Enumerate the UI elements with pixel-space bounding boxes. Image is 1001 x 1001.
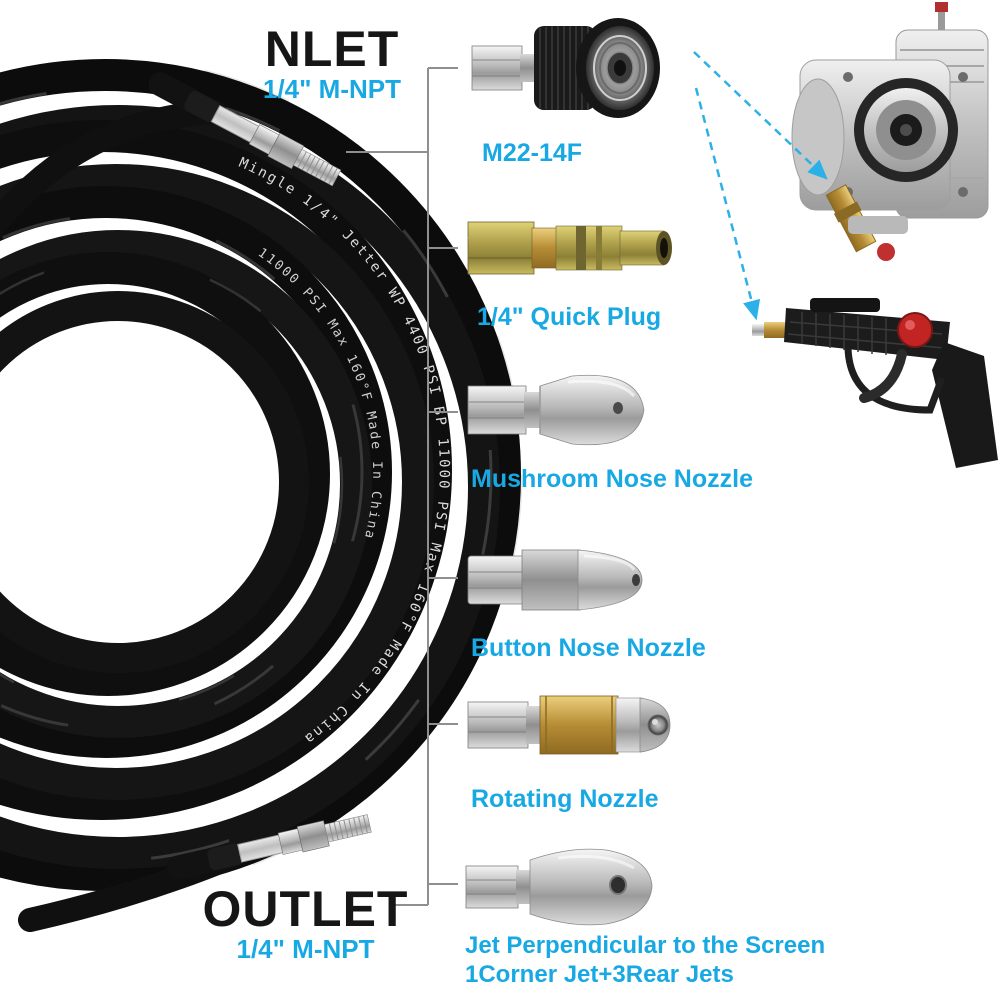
- callout-lines: [346, 67, 458, 906]
- label-button-nozzle: Button Nose Nozzle: [471, 634, 706, 662]
- outlet-spec-label: 1/4" M-NPT: [236, 934, 375, 964]
- outlet-title: OUTLET: [202, 881, 409, 937]
- label-quick-plug: 1/4" Quick Plug: [477, 303, 662, 331]
- inlet-title: NLET: [264, 21, 400, 77]
- hose-coil: [0, 57, 523, 932]
- connection-dashes: [693, 51, 828, 321]
- pressure-washer-pump-image: [791, 2, 989, 261]
- button-nozzle-image: [467, 549, 643, 611]
- label-jet-nozzle-line1: Jet Perpendicular to the Screen: [465, 932, 826, 959]
- mushroom-nozzle-image: [467, 374, 645, 446]
- inlet-thread-lines: [297, 151, 338, 185]
- sewer-jetter-nozzle-image: [465, 848, 653, 926]
- label-rotating-nozzle: Rotating Nozzle: [471, 785, 659, 813]
- label-jet-nozzle: Jet Perpendicular to the Screen 1Corner …: [465, 931, 825, 989]
- spray-gun-image: [752, 298, 998, 468]
- label-jet-nozzle-line2: 1Corner Jet+3Rear Jets: [465, 961, 734, 988]
- m22-14f-coupler-image: [471, 18, 660, 118]
- label-mushroom-nozzle: Mushroom Nose Nozzle: [471, 465, 753, 493]
- label-m22-14f: M22-14F: [482, 139, 583, 167]
- hose-outlet-fitting: [167, 814, 372, 880]
- quick-plug-image: [467, 221, 672, 275]
- inlet-spec-label: 1/4" M-NPT: [262, 74, 401, 104]
- rotating-nozzle-image: [467, 695, 671, 755]
- hose-inlet-fitting: [148, 72, 342, 187]
- outlet-thread-lines: [328, 815, 368, 842]
